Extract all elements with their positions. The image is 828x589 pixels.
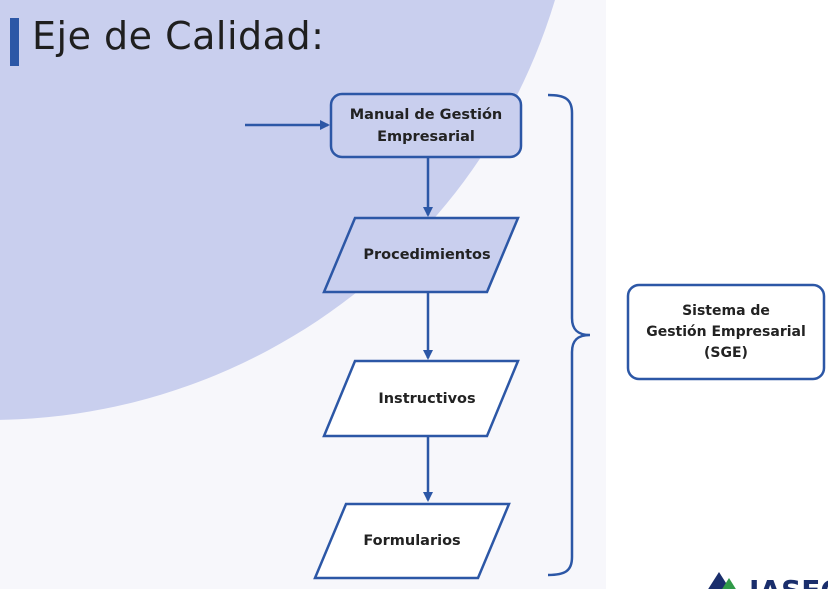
sge-label: Sistema de Gestión Empresarial (SGE) [628,285,824,379]
node-formularios-label: Formularios [318,504,506,578]
right-brace [547,93,591,577]
node-manual-label: Manual de Gestión Empresarial [331,94,521,157]
title-accent-bar [10,18,19,66]
node-procedimientos-label: Procedimientos [330,218,524,292]
sge-line-2: Gestión Empresarial [646,323,806,340]
node-instructivos-text: Instructivos [378,390,476,407]
sge-line-3: (SGE) [704,344,748,361]
node-instructivos-label: Instructivos [330,361,524,436]
logo-text: IASEC [749,574,828,589]
slide-title: Eje de Calidad: [32,14,325,58]
logo-mountain-icon [708,572,736,589]
node-procedimientos-shape [322,216,520,294]
sge-line-1: Sistema de [682,302,770,319]
node-formularios-text: Formularios [363,533,461,549]
node-procedimientos-text: Procedimientos [363,247,491,263]
logo: IASEC [705,566,828,589]
node-formularios-shape [313,502,511,580]
sge-box-shape [626,283,826,381]
node-manual-line-2: Empresarial [377,128,475,145]
node-instructivos-shape [322,359,520,438]
node-manual-line-1: Manual de Gestión [349,106,503,123]
node-manual-shape [329,92,523,159]
